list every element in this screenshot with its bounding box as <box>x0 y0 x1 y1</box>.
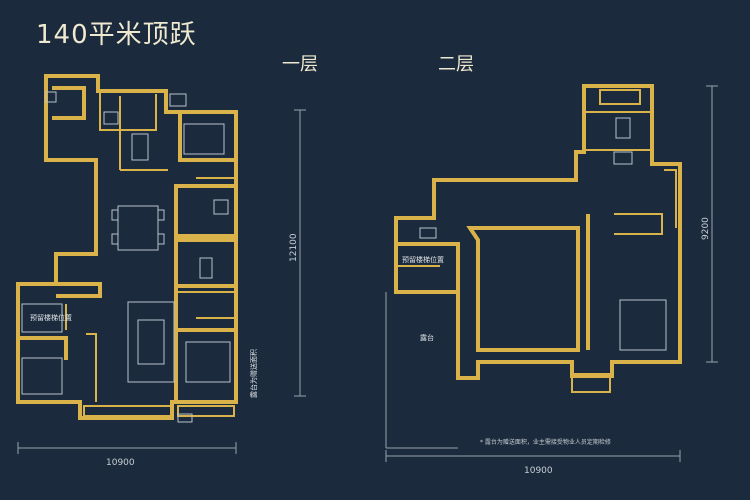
terrace-note: * 露台为赠送面积，业主需接受物业人员定期检修 <box>480 438 611 446</box>
first-floor-plan: 12100 10900 预留楼梯位置 露台为赠送面积 <box>16 74 306 468</box>
stair-label-second: 预留楼梯位置 <box>402 255 444 264</box>
stair-label-first: 预留楼梯位置 <box>30 313 72 322</box>
first-width-dim: 10900 <box>106 458 135 468</box>
first-height-dim: 12100 <box>289 233 299 262</box>
side-label: 露台为赠送面积 <box>249 349 258 398</box>
second-width-dim: 10900 <box>524 466 553 476</box>
first-floor-label: 一层 <box>282 54 318 75</box>
plan-title: 140平米顶跃 <box>36 20 197 50</box>
second-floor-plan: 9200 10900 露台 预留楼梯位置 * 露台为赠送面积，业主需接受物业人员… <box>385 84 718 476</box>
second-floor-label: 二层 <box>438 54 474 75</box>
terrace-label: 露台 <box>420 333 434 342</box>
second-height-dim: 9200 <box>701 217 711 240</box>
